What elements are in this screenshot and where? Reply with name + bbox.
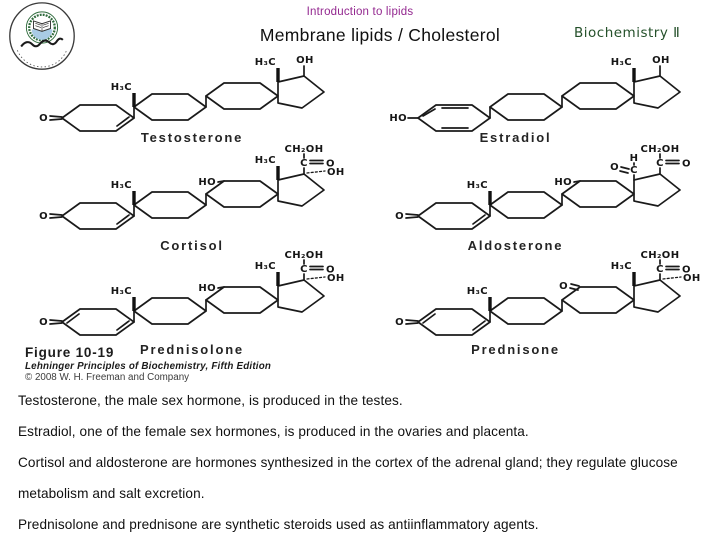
atom-label-methyl-c13: H₃C	[255, 57, 276, 68]
atom-label-methyl-c10: H₃C	[111, 180, 132, 191]
molecule-estradiol: HO H₃C OH Estradiol	[389, 54, 698, 150]
atom-label-methyl-c13: H₃C	[611, 57, 632, 68]
atom-label-hydroxyl-c11: HO	[198, 177, 216, 188]
aldosterone-structure: O H₃C HO C H O C CH₂OH O	[395, 144, 691, 230]
atom-label-aldehyde-o: O	[610, 162, 619, 173]
atom-label-hydroxyl-c17: OH	[327, 167, 345, 178]
atom-label-c18: C	[630, 165, 638, 176]
molecule-prednisolone: O H₃C H₃C HO C CH₂OH O OH Prednisolone	[39, 250, 345, 357]
atom-label-c20: C	[300, 158, 308, 169]
steroid-skeleton	[49, 259, 326, 336]
molecule-name-label: Estradiol	[479, 130, 552, 145]
slide-title: Membrane lipids / Cholesterol	[259, 25, 501, 45]
testosterone-structure: O H₃C H₃C OH	[39, 55, 325, 132]
molecule-name-label: Testosterone	[140, 130, 244, 145]
steroid-skeleton	[405, 259, 682, 336]
atom-label-methyl-c13: H₃C	[255, 155, 276, 166]
atom-label-h18: H	[630, 153, 639, 164]
atom-label-hydroxyl-c17: OH	[327, 273, 345, 284]
atom-label-methyl-c10: H₃C	[467, 180, 488, 191]
atom-label-hydroxyl-c17: OH	[683, 273, 701, 284]
slide-body-text: Testosterone, the male sex hormone, is p…	[18, 385, 720, 540]
paragraph-cortisol-aldosterone: Cortisol and aldosterone are hormones sy…	[18, 455, 678, 501]
atom-label-c20: C	[300, 264, 308, 275]
atom-label-methyl-c10: H₃C	[111, 286, 132, 297]
atom-label-ketone-o20: O	[682, 265, 691, 276]
atom-label-ch2oh: CH₂OH	[285, 250, 324, 261]
prednisone-structure: O H₃C H₃C O C CH₂OH O OH	[395, 250, 701, 336]
estradiol-structure: HO H₃C OH	[389, 55, 681, 132]
steroid-skeleton	[407, 65, 681, 132]
atom-label-ketone-o: O	[39, 211, 48, 222]
paragraph-testosterone: Testosterone, the male sex hormone, is p…	[18, 393, 403, 408]
atom-label-ketone-o20: O	[682, 159, 691, 170]
figure-copyright: © 2008 W. H. Freeman and Company	[25, 372, 190, 383]
steroid-skeleton	[49, 65, 325, 132]
slide-subtitle: Introduction to lipids	[306, 6, 414, 18]
atom-label-c20: C	[656, 264, 664, 275]
prednisolone-structure: O H₃C H₃C HO C CH₂OH O OH	[39, 250, 345, 336]
steroid-skeleton	[405, 153, 681, 230]
atom-label-methyl-c10: H₃C	[467, 286, 488, 297]
atom-label-ketone-o: O	[395, 317, 404, 328]
paragraph-estradiol: Estradiol, one of the female sex hormone…	[18, 424, 529, 439]
atom-label-hydroxyl-c17: OH	[296, 55, 314, 66]
atom-label-hydroxyl-c17: OH	[652, 55, 670, 66]
atom-label-ketone-o20: O	[326, 159, 335, 170]
atom-label-c20: C	[656, 158, 664, 169]
molecule-name-label: Cortisol	[160, 238, 224, 253]
molecule-testosterone: O H₃C H₃C OH Testosterone	[39, 54, 342, 150]
molecule-prednisone: O H₃C H₃C O C CH₂OH O OH Prednisone	[395, 250, 701, 357]
steroid-skeleton	[49, 153, 326, 230]
molecule-name-label: Prednisolone	[140, 342, 244, 357]
figure-caption: Figure 10-19 Lehninger Principles of Bio…	[25, 345, 271, 383]
university-logo-icon	[9, 2, 75, 70]
molecule-cortisol: O H₃C H₃C HO C CH₂OH O OH Cortisol	[39, 144, 345, 253]
paragraph-prednisolone-prednisone: Prednisolone and prednisone are syntheti…	[18, 517, 539, 532]
figure-number: Figure 10-19	[25, 345, 115, 360]
atom-label-ch2oh: CH₂OH	[641, 250, 680, 261]
atom-label-ch2oh: CH₂OH	[641, 144, 680, 155]
cortisol-structure: O H₃C H₃C HO C CH₂OH O OH	[39, 144, 345, 230]
atom-label-methyl-c13: H₃C	[611, 261, 632, 272]
atom-label-methyl-c13: H₃C	[255, 261, 276, 272]
course-tag: Biochemistry Ⅱ	[574, 25, 681, 41]
figure-source: Lehninger Principles of Biochemistry, Fi…	[25, 361, 272, 372]
atom-label-ketone-o20: O	[326, 265, 335, 276]
molecule-name-label: Prednisone	[471, 342, 560, 357]
atom-label-methyl-c10: H₃C	[111, 82, 132, 93]
atom-label-ketone-o: O	[39, 113, 48, 124]
atom-label-ketone-o11: O	[559, 281, 568, 292]
atom-label-hydroxyl-c3: HO	[389, 113, 407, 124]
atom-label-ketone-o: O	[39, 317, 48, 328]
molecule-name-label: Aldosterone	[467, 238, 564, 253]
atom-label-ketone-o: O	[395, 211, 404, 222]
atom-label-ch2oh: CH₂OH	[285, 144, 324, 155]
molecule-aldosterone: O H₃C HO C H O C CH₂OH O Aldosterone	[395, 144, 698, 253]
atom-label-hydroxyl-c11: HO	[554, 177, 572, 188]
atom-label-hydroxyl-c11: HO	[198, 283, 216, 294]
